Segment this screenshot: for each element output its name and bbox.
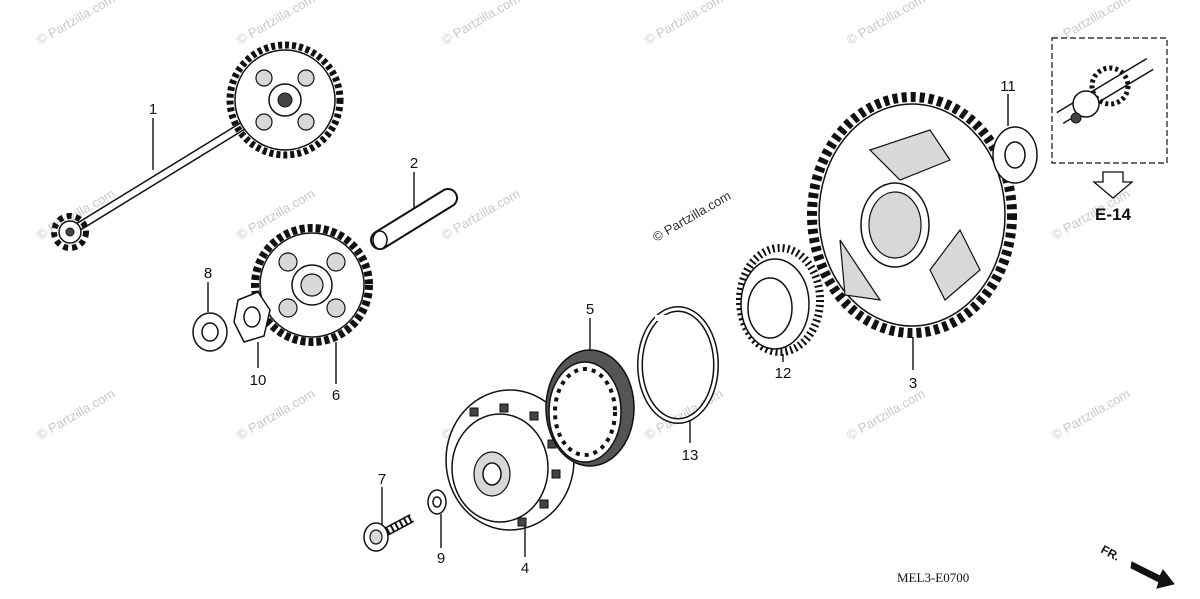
front-direction-label: FR.: [1099, 542, 1123, 563]
part-2-pipe: [370, 188, 458, 250]
watermark-text: © Partzilla.com: [642, 0, 725, 48]
part-number-label: 8: [204, 265, 212, 282]
front-arrow-icon: [1130, 561, 1175, 589]
part-number-label: 3: [909, 375, 917, 392]
watermark-text: © Partzilla.com: [234, 0, 317, 48]
reference-arrow: [1092, 171, 1134, 199]
part-12-needle-bearing: [736, 244, 824, 356]
part-number-label: 7: [378, 471, 386, 488]
watermark-text: © Partzilla.com: [34, 0, 117, 48]
part-number-label: 5: [586, 301, 594, 318]
part-4-clutch-outer: [445, 389, 575, 531]
part-number-label: 4: [521, 560, 529, 577]
part-13-snap-ring: [637, 306, 719, 424]
part-1-shaft-assembly: [51, 41, 344, 251]
front-direction-indicator: FR.: [1099, 542, 1175, 589]
watermark-text: © Partzilla.com: [439, 0, 522, 48]
part-5-one-way-clutch: [545, 349, 635, 467]
watermark-text: © Partzilla.com: [234, 386, 317, 443]
part-number-label: 6: [332, 387, 340, 404]
leader-lines: [152, 94, 1009, 557]
part-number-label: 9: [437, 550, 445, 567]
reference-label: E-14: [1095, 205, 1131, 224]
reference-inset: [1051, 37, 1168, 164]
watermark-text: © Partzilla.com: [34, 386, 117, 443]
part-3-driven-gear: [807, 92, 1017, 338]
part-number-label: 2: [410, 155, 418, 172]
part-11-washer: [992, 126, 1038, 184]
watermark-text-center: © Partzilla.com: [650, 188, 733, 245]
part-8-washer: [192, 312, 228, 352]
part-number-labels: 1 2 3 4 5 6 7 8 9 10 11 12 13: [149, 78, 1016, 577]
watermark-text: © Partzilla.com: [844, 0, 927, 48]
part-7-bolt: [363, 514, 415, 552]
part-number-label: 1: [149, 101, 157, 118]
drawing-code: MEL3-E0700: [897, 570, 969, 585]
part-10-lock-washer: [233, 291, 271, 343]
part-number-label: 12: [775, 365, 792, 382]
part-number-label: 13: [682, 447, 699, 464]
watermark-text: © Partzilla.com: [844, 386, 927, 443]
part-number-label: 11: [1000, 78, 1016, 95]
part-9-washer: [427, 489, 447, 515]
watermark-text: © Partzilla.com: [1049, 386, 1132, 443]
part-6-gear: [251, 224, 373, 346]
part-number-label: 10: [250, 372, 267, 389]
